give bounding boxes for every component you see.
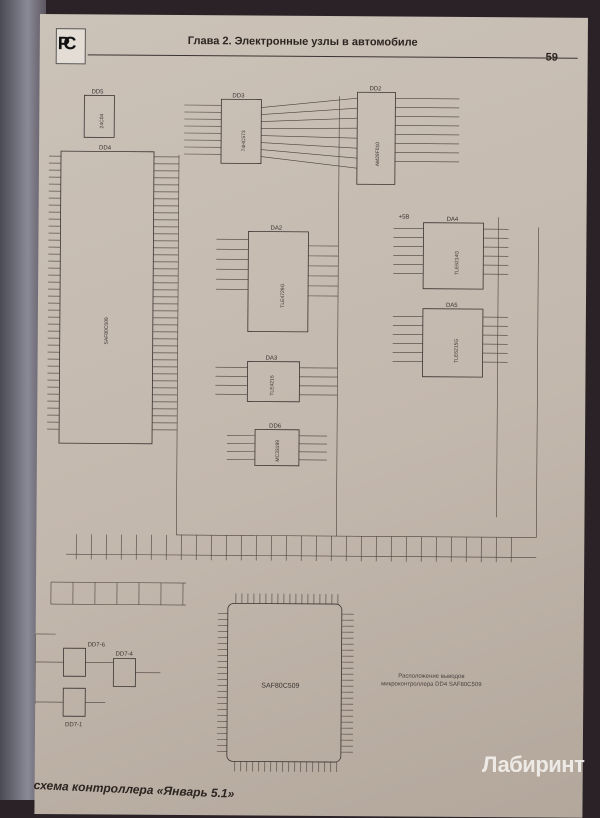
circuit-schematic: DD5 DD3 DD2 DD4 DA2 DA4 DA5 DA3 DD6 DD7-…	[35, 14, 588, 798]
chip-da5	[422, 309, 482, 377]
labirint-watermark: Лабиринт	[482, 752, 584, 778]
ref-dd3: DD3	[232, 93, 245, 99]
part-dd4: SAF80C509	[104, 317, 110, 344]
ref-dd7-1: DD7-1	[65, 722, 83, 728]
ref-dd5: DD5	[91, 89, 104, 95]
wire	[261, 157, 357, 169]
wire	[51, 604, 186, 605]
wire	[261, 118, 357, 123]
part-dd6: MC33199	[275, 440, 281, 462]
wire	[536, 227, 538, 537]
ref-dd7-6: DD7-6	[88, 642, 106, 648]
pinout-caption: Расположение выводов микроконтроллера DD…	[371, 672, 491, 689]
part-dd5: 24C04	[99, 113, 105, 128]
wire	[261, 108, 357, 116]
part-da5: TLE6215G	[454, 339, 460, 363]
part-dd2: AM29F010	[375, 142, 381, 167]
ref-dd7-4: DD7-4	[116, 652, 134, 658]
part-da4: TLE6214G	[454, 251, 460, 275]
ref-dd4: DD4	[99, 145, 112, 151]
supply-label: +5В	[399, 215, 410, 221]
chip-dd4	[59, 151, 154, 444]
ref-da3: DA3	[266, 356, 278, 362]
chip-da2	[248, 231, 309, 331]
ref-da5: DA5	[446, 303, 458, 309]
wire	[51, 582, 186, 583]
wire	[336, 96, 339, 536]
wire	[261, 136, 357, 139]
wire	[261, 150, 357, 159]
chip-da4	[423, 223, 483, 289]
wire	[176, 535, 536, 538]
wire	[496, 217, 498, 517]
part-da3: TLE4216	[269, 375, 275, 396]
ref-dd6: DD6	[269, 424, 282, 430]
wire	[176, 155, 179, 535]
book-page: РС Глава 2. Электронные узлы в автомобил…	[34, 14, 588, 818]
part-da2: TLE4729G	[280, 283, 286, 307]
wire	[261, 143, 357, 149]
part-dd3: 74HC573	[241, 130, 247, 151]
chip-dd7-4	[113, 659, 135, 687]
wire	[261, 128, 357, 130]
ref-da4: DA4	[447, 217, 459, 223]
chip-dd7-6	[63, 648, 85, 676]
chip-dd7-1	[63, 688, 85, 716]
part-saf80c509: SAF80C509	[261, 683, 299, 690]
ref-dd2: DD2	[369, 86, 382, 92]
ref-da2: DA2	[270, 226, 282, 232]
wire	[261, 98, 357, 109]
chip-dd2	[357, 92, 396, 184]
